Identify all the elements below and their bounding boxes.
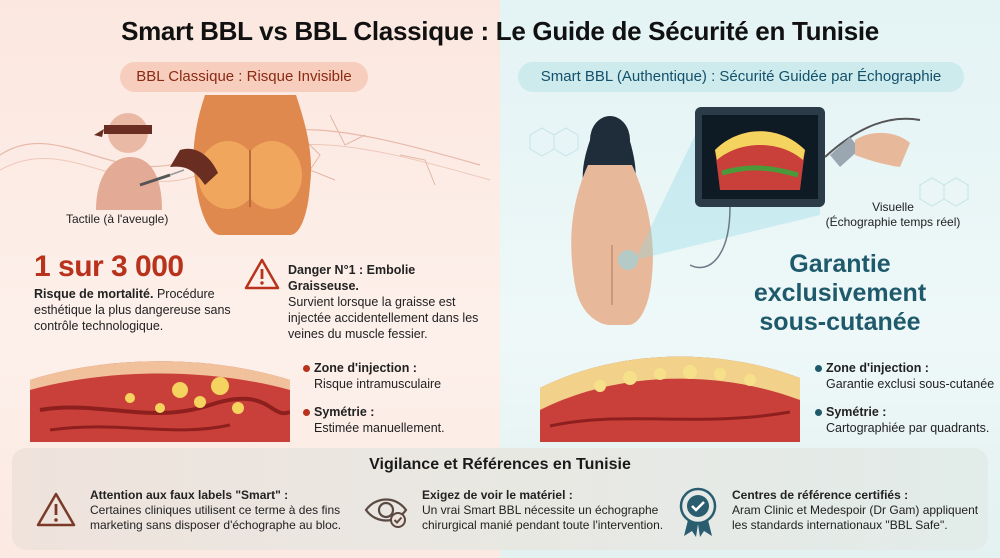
certified-centers-block: Centres de référence certifiés : Aram Cl… xyxy=(732,488,979,532)
equipment-block: Exigez de voir le matériel : Un vrai Sma… xyxy=(422,488,664,532)
left-zone-block: Zone d'injection : Risque intramusculair… xyxy=(314,361,442,391)
danger-block: Danger N°1 : Embolie Graisseuse. Survien… xyxy=(288,263,479,341)
mortality-stat: 1 sur 3 000 xyxy=(34,250,184,283)
ultrasound-probe-hand-icon xyxy=(830,132,910,167)
certified-badge-icon xyxy=(679,487,717,537)
bullet-dot xyxy=(815,409,822,416)
vigilance-title: Vigilance et Références en Tunisie xyxy=(369,456,631,473)
mortality-description: Risque de mortalité. Procédure esthétiqu… xyxy=(34,287,231,333)
eye-check-icon xyxy=(364,498,408,528)
left-symmetry-block: Symétrie : Estimée manuellement. xyxy=(314,405,445,435)
buttocks-body-icon xyxy=(170,95,312,235)
bullet-dot xyxy=(815,365,822,372)
warning-icon xyxy=(244,258,280,290)
right-zone-block: Zone d'injection : Garantie exclusi sous… xyxy=(826,361,995,391)
right-header-pill: Smart BBL (Authentique) : Sécurité Guidé… xyxy=(518,62,964,92)
blindfolded-doctor-icon xyxy=(94,113,185,210)
method-label-visual: Visuelle (Échographie temps réel) xyxy=(825,200,961,229)
subcutaneous-tissue-illustration xyxy=(540,356,800,442)
fake-labels-block: Attention aux faux labels "Smart" : Cert… xyxy=(90,488,342,532)
method-label-tactile: Tactile (à l'aveugle) xyxy=(66,212,169,226)
classic-bbl-illustration xyxy=(0,95,491,235)
bullet-dot xyxy=(303,365,310,372)
ultrasound-monitor-icon xyxy=(695,107,825,207)
patient-body-icon xyxy=(571,116,653,325)
left-header-pill: BBL Classique : Risque Invisible xyxy=(120,62,368,92)
intramuscular-tissue-illustration xyxy=(30,361,290,442)
warning-icon xyxy=(36,492,76,527)
bullet-dot xyxy=(303,409,310,416)
page-title: Smart BBL vs BBL Classique : Le Guide de… xyxy=(121,16,879,46)
guarantee-headline: Garantie exclusivement sous-cutanée xyxy=(753,250,927,336)
smart-bbl-illustration xyxy=(529,107,969,325)
vigilance-panel: Vigilance et Références en Tunisie Atten… xyxy=(12,448,988,550)
right-symmetry-block: Symétrie : Cartographiée par quadrants. xyxy=(826,405,990,435)
